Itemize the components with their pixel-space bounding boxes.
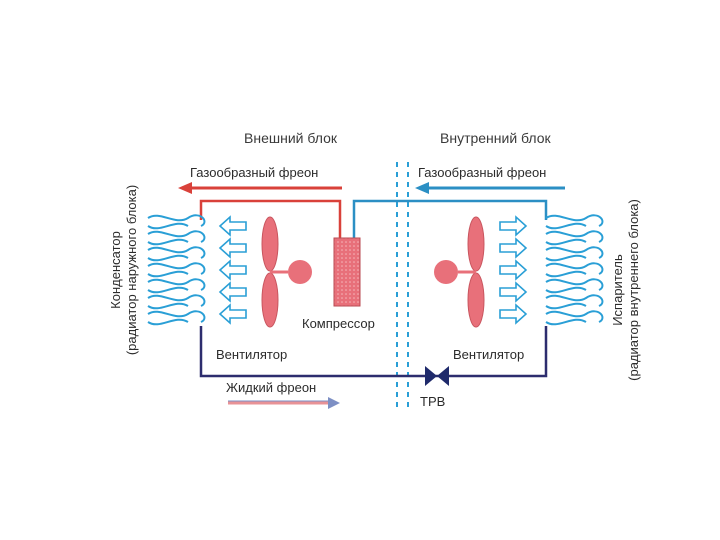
unit-divider bbox=[396, 162, 409, 412]
indoor-unit-title: Внутренний блок bbox=[440, 130, 552, 146]
outdoor-unit-title: Внешний блок bbox=[244, 130, 338, 146]
gas-freon-label-left: Газообразный фреон bbox=[190, 165, 318, 180]
outdoor-fan-label: Вентилятор bbox=[216, 347, 287, 362]
gas-freon-arrow-left bbox=[178, 182, 342, 194]
indoor-fan-label: Вентилятор bbox=[453, 347, 524, 362]
compressor-label: Компрессор bbox=[302, 316, 375, 331]
outdoor-fan-icon bbox=[261, 216, 312, 328]
evaporator-coil bbox=[545, 214, 604, 326]
gas-freon-label-right: Газообразный фреон bbox=[418, 165, 546, 180]
outdoor-airflow-arrows bbox=[218, 215, 247, 325]
hot-gas-pipe bbox=[199, 199, 342, 238]
compressor-icon bbox=[333, 237, 361, 307]
cold-gas-pipe bbox=[352, 199, 548, 238]
indoor-airflow-arrows bbox=[499, 215, 528, 325]
expansion-valve-icon bbox=[425, 366, 449, 386]
condenser-note: (радиатор наружного блока) bbox=[124, 185, 139, 355]
indoor-fan-icon bbox=[434, 216, 485, 328]
condenser-label: Конденсатор bbox=[108, 231, 123, 309]
gas-freon-arrow-right bbox=[415, 182, 565, 194]
expansion-valve-label: ТРВ bbox=[420, 394, 445, 409]
evaporator-note: (радиатор внутреннего блока) bbox=[626, 199, 641, 381]
liquid-pipe bbox=[199, 326, 548, 378]
condenser-coil bbox=[147, 214, 206, 326]
liquid-freon-label: Жидкий фреон bbox=[226, 380, 316, 395]
liquid-freon-arrow bbox=[228, 397, 340, 409]
evaporator-label: Испаритель bbox=[610, 254, 625, 326]
